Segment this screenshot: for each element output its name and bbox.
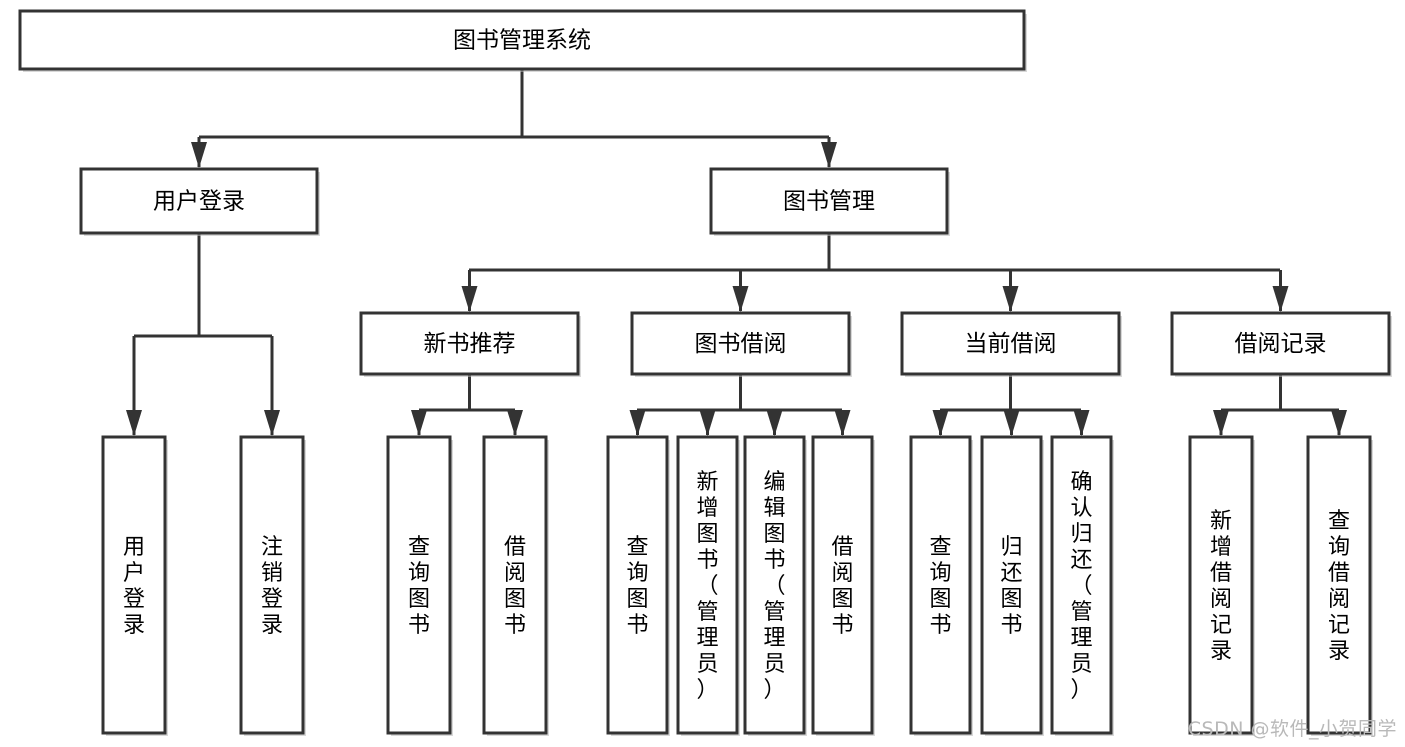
node-box[interactable] [1170, 311, 1391, 376]
arrow-head-icon [1331, 410, 1347, 436]
arrow-head-icon [732, 286, 749, 312]
node-user_login[interactable]: 用户登录 [79, 167, 320, 236]
node-label: 图书管理 [783, 189, 875, 215]
node-box[interactable] [909, 435, 972, 735]
node-label: 用户登录 [153, 189, 245, 215]
node-label: 图书借阅 [695, 331, 787, 357]
node-box[interactable] [1050, 435, 1113, 735]
node-label: 新增借阅记录 [1210, 509, 1232, 664]
node-label: 确认归还（管理员） [1070, 470, 1092, 703]
node-label: 借阅图书 [831, 535, 853, 638]
node-label: 用户登录 [123, 535, 145, 638]
node-label: 新书推荐 [424, 331, 516, 357]
node-leaf_query_record[interactable]: 查询借阅记录 [1306, 435, 1373, 736]
node-leaf_borrow_book_rec[interactable]: 借阅图书 [482, 435, 549, 736]
node-label: 查询图书 [929, 535, 951, 638]
node-label: 查询图书 [408, 535, 430, 638]
node-box[interactable] [359, 311, 580, 376]
node-label: 借阅图书 [504, 535, 526, 638]
arrow-head-icon [834, 410, 851, 436]
node-label: 当前借阅 [965, 331, 1057, 357]
node-leaf_user_login[interactable]: 用户登录 [101, 435, 168, 736]
node-label: 查询借阅记录 [1328, 509, 1350, 664]
arrow-head-icon [629, 410, 646, 436]
arrow-head-icon [1073, 410, 1090, 436]
arrow-head-icon [191, 142, 207, 168]
node-box[interactable] [709, 167, 949, 235]
node-book_mgmt[interactable]: 图书管理 [709, 167, 950, 236]
arrow-head-icon [461, 286, 478, 312]
node-new_book_rec[interactable]: 新书推荐 [359, 311, 581, 377]
arrow-head-icon [1003, 410, 1020, 436]
node-label: 注销登录 [261, 535, 283, 638]
node-label: 图书管理系统 [453, 28, 591, 54]
node-box[interactable] [18, 9, 1026, 71]
node-box[interactable] [900, 311, 1121, 376]
node-leaf_confirm_return[interactable]: 确认归还（管理员） [1050, 435, 1114, 736]
node-label: 查询图书 [626, 535, 648, 638]
node-label: 归还图书 [1000, 535, 1022, 638]
node-leaf_return_book[interactable]: 归还图书 [980, 435, 1044, 736]
node-leaf_add_record[interactable]: 新增借阅记录 [1188, 435, 1255, 736]
node-box[interactable] [606, 435, 669, 735]
node-book_borrow[interactable]: 图书借阅 [630, 311, 852, 377]
arrow-head-icon [126, 410, 142, 436]
node-leaf_user_logout[interactable]: 注销登录 [239, 435, 306, 736]
node-label: 新增图书（管理员） [696, 470, 718, 703]
node-box[interactable] [1188, 435, 1254, 735]
arrow-head-icon [411, 410, 427, 436]
node-current_borrow[interactable]: 当前借阅 [900, 311, 1122, 377]
arrow-head-icon [507, 410, 523, 436]
node-box[interactable] [743, 435, 806, 735]
arrow-head-icon [1272, 286, 1289, 312]
node-leaf_edit_book[interactable]: 编辑图书（管理员） [743, 435, 807, 736]
arrow-head-icon [766, 410, 783, 436]
node-box[interactable] [79, 167, 319, 235]
node-leaf_borrow_book_b[interactable]: 借阅图书 [811, 435, 875, 736]
node-box[interactable] [811, 435, 874, 735]
node-box[interactable] [630, 311, 851, 376]
node-box[interactable] [101, 435, 167, 735]
node-box[interactable] [1306, 435, 1372, 735]
arrow-head-icon [699, 410, 716, 436]
node-root[interactable]: 图书管理系统 [18, 9, 1027, 72]
node-leaf_query_book_rec[interactable]: 查询图书 [386, 435, 453, 736]
node-box[interactable] [386, 435, 452, 735]
node-label: 编辑图书（管理员） [763, 470, 785, 703]
node-box[interactable] [676, 435, 739, 735]
node-leaf_query_book_c[interactable]: 查询图书 [909, 435, 973, 736]
arrow-head-icon [821, 142, 837, 168]
node-box[interactable] [239, 435, 305, 735]
node-box[interactable] [482, 435, 548, 735]
arrow-head-icon [1213, 410, 1229, 436]
node-label: 借阅记录 [1235, 331, 1327, 357]
node-box[interactable] [980, 435, 1043, 735]
arrow-head-icon [932, 410, 949, 436]
edges-layer [126, 69, 1347, 436]
node-borrow_record[interactable]: 借阅记录 [1170, 311, 1392, 377]
arrow-head-icon [1002, 286, 1019, 312]
node-leaf_add_book[interactable]: 新增图书（管理员） [676, 435, 740, 736]
node-leaf_query_book_b[interactable]: 查询图书 [606, 435, 670, 736]
nodes-layer: 图书管理系统用户登录图书管理新书推荐图书借阅当前借阅借阅记录用户登录注销登录查询… [18, 9, 1392, 736]
arrow-head-icon [264, 410, 280, 436]
